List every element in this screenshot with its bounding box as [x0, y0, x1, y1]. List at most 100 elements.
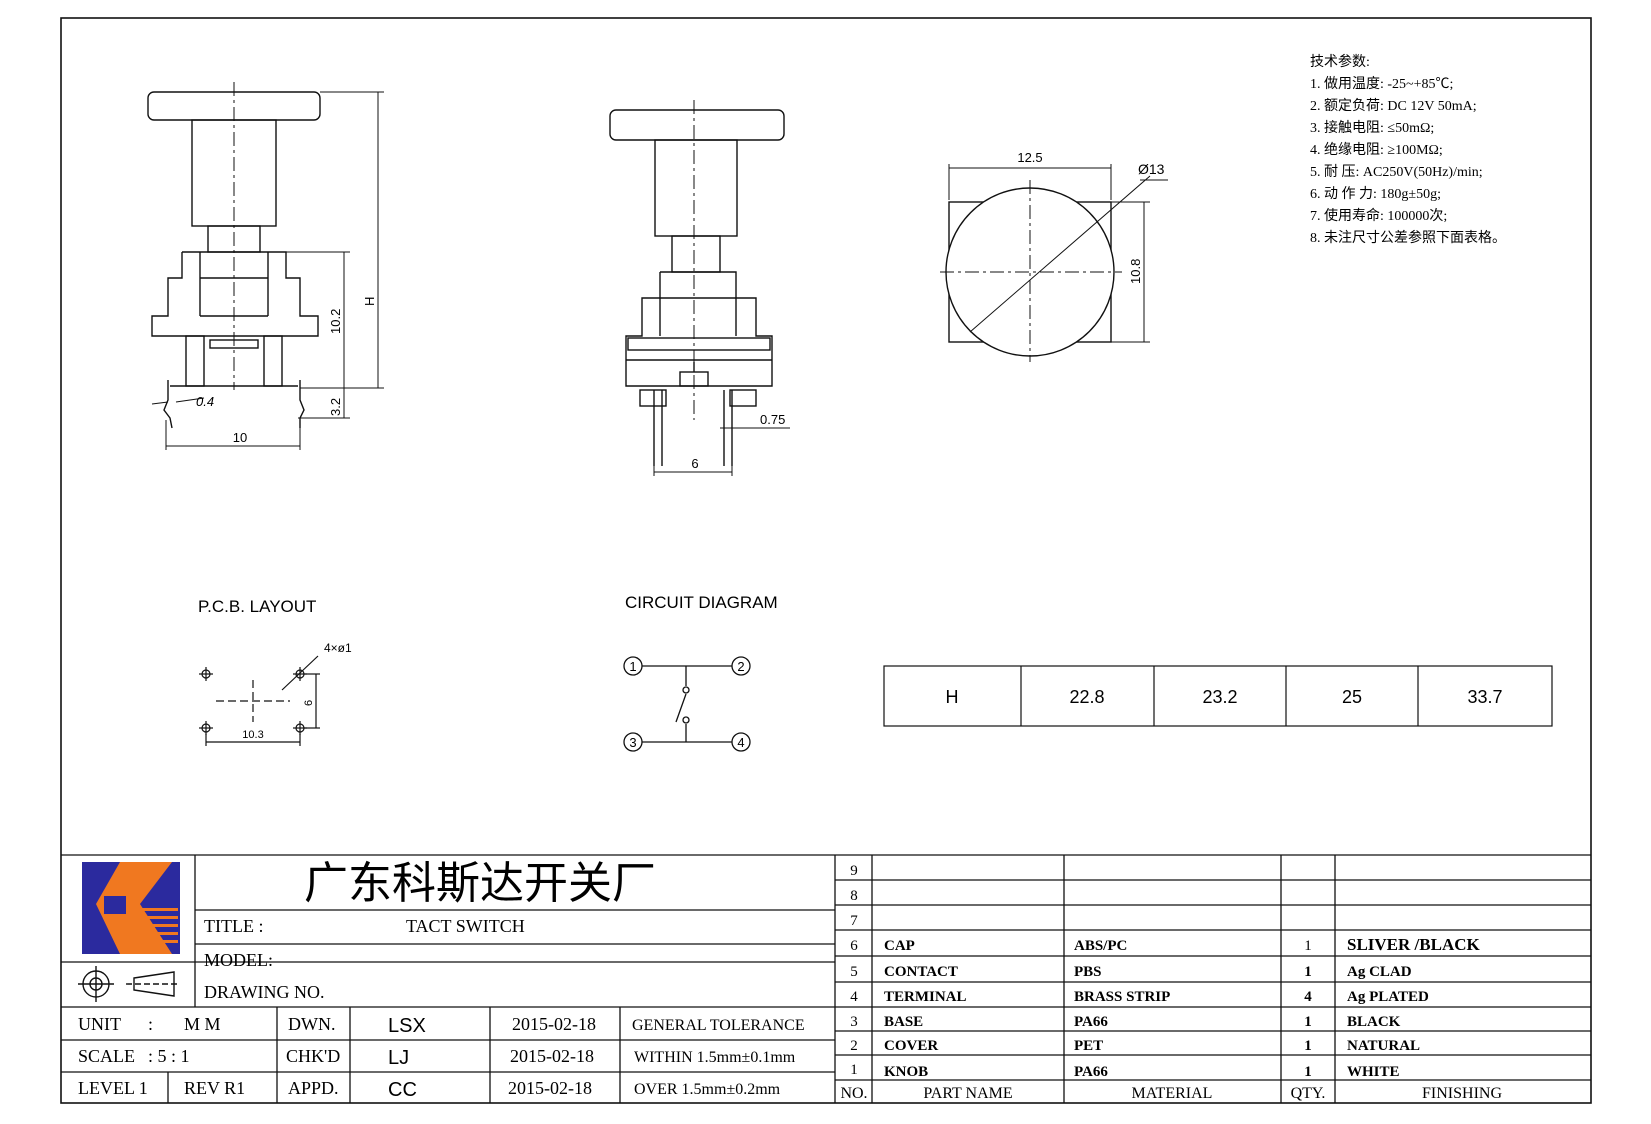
tolerance-general: GENERAL TOLERANCE: [632, 1017, 805, 1034]
bom-material: PA66: [1074, 1014, 1108, 1030]
bom-qty: 1: [1304, 1038, 1312, 1054]
model-label: MODEL:: [204, 950, 273, 970]
specs-heading: 技术参数:: [1310, 53, 1370, 70]
sheet-border: [60, 17, 1592, 1104]
bom-finishing: Ag CLAD: [1347, 964, 1412, 980]
bom-part: CONTACT: [884, 964, 958, 980]
dwn-date: 2015-02-18: [512, 1014, 596, 1034]
drawing-no-label: DRAWING NO.: [204, 982, 325, 1002]
bom-no: 7: [850, 913, 858, 929]
front-view: [609, 100, 790, 476]
tech-specs: 技术参数: 1. 做用温度: -25~+85℃; 2. 额定负荷: DC 12V…: [1310, 53, 1506, 246]
dim-12-5: 12.5: [1017, 150, 1042, 165]
h-table-cell: 22.8: [1069, 687, 1104, 707]
title-label: TITLE :: [204, 916, 263, 936]
bom-qty: 1: [1304, 1014, 1312, 1030]
bom-part: TERMINAL: [884, 989, 967, 1005]
spec-line: 7. 使用寿命: 100000次;: [1310, 207, 1447, 224]
bom-no: 1: [850, 1062, 858, 1078]
spec-line: 3. 接触电阻: ≤50mΩ;: [1310, 119, 1434, 136]
dwn-label: DWN.: [288, 1014, 336, 1034]
bom-no: 9: [850, 863, 858, 879]
dim-0-75: 0.75: [760, 412, 785, 427]
company-logo: [82, 862, 180, 954]
spec-line: 8. 未注尺寸公差参照下面表格。: [1310, 229, 1506, 246]
pcb-dim-10-3: 10.3: [242, 729, 263, 741]
scale-label: SCALE: [78, 1046, 135, 1066]
pcb-title: P.C.B. LAYOUT: [198, 597, 316, 616]
bom-finishing: NATURAL: [1347, 1038, 1420, 1054]
unit-value: M M: [184, 1014, 221, 1034]
pin-1: 1: [629, 659, 636, 674]
bom-finishing: SLIVER /BLACK: [1347, 935, 1481, 954]
bom-no: 6: [850, 938, 858, 954]
spec-line: 2. 额定负荷: DC 12V 50mA;: [1310, 98, 1477, 114]
pin-3: 3: [629, 735, 636, 750]
bom-no: 2: [850, 1038, 858, 1054]
bom-qty: 1: [1304, 964, 1312, 980]
bom-material: PA66: [1074, 1064, 1108, 1080]
h-table-cell: 25: [1342, 687, 1362, 707]
bom-header-qty: QTY.: [1291, 1085, 1326, 1102]
pin-4: 4: [737, 735, 744, 750]
circuit-diagram: [623, 656, 751, 752]
circuit-title: CIRCUIT DIAGRAM: [625, 593, 778, 612]
dim-6: 6: [691, 456, 698, 471]
appd-label: APPD.: [288, 1078, 339, 1098]
projection-symbol-icon: [78, 966, 180, 1002]
spec-line: 4. 绝缘电阻: ≥100MΩ;: [1310, 142, 1443, 158]
pcb-layout: [199, 655, 320, 746]
appd-date: 2015-02-18: [508, 1078, 592, 1098]
title-block-grid: [61, 854, 1591, 1103]
bom-finishing: Ag PLATED: [1347, 989, 1429, 1005]
h-table-cell: 33.7: [1467, 687, 1502, 707]
dim-dia-13: Ø13: [1138, 161, 1165, 177]
revision: REV R1: [184, 1078, 245, 1098]
top-view: [940, 164, 1168, 362]
chkd-label: CHK'D: [286, 1046, 340, 1066]
h-table: [883, 665, 1553, 727]
bom-material: ABS/PC: [1074, 938, 1127, 954]
spec-line: 1. 做用温度: -25~+85℃;: [1310, 76, 1453, 92]
scale-value: : 5 : 1: [148, 1046, 190, 1066]
dim-10-2: 10.2: [328, 309, 343, 334]
pin-2: 2: [737, 659, 744, 674]
h-table-cell: 23.2: [1202, 687, 1237, 707]
bom-header-no: NO.: [840, 1085, 867, 1102]
bom-material: PET: [1074, 1038, 1103, 1054]
spec-line: 6. 动 作 力: 180g±50g;: [1310, 186, 1441, 202]
spec-line: 5. 耐 压: AC250V(50Hz)/min;: [1310, 164, 1483, 180]
bom-part: KNOB: [884, 1064, 928, 1080]
bom-part: COVER: [884, 1038, 938, 1054]
bom-material: BRASS STRIP: [1074, 989, 1170, 1005]
title-value: TACT SWITCH: [406, 916, 525, 936]
side-view: [147, 82, 384, 450]
bom-part: BASE: [884, 1014, 923, 1030]
bom-header-finishing: FINISHING: [1422, 1085, 1502, 1102]
tolerance-within: WITHIN 1.5mm±0.1mm: [634, 1049, 796, 1066]
bom-header-part: PART NAME: [923, 1085, 1012, 1102]
h-table-cell: H: [946, 687, 959, 707]
bom-material: PBS: [1074, 964, 1102, 980]
chkd-date: 2015-02-18: [510, 1046, 594, 1066]
bom-no: 3: [850, 1014, 858, 1030]
pcb-dim-6: 6: [303, 700, 315, 706]
bom-finishing: BLACK: [1347, 1014, 1401, 1030]
bom-no: 4: [850, 989, 858, 1005]
bom-header-material: MATERIAL: [1132, 1085, 1213, 1102]
level: LEVEL 1: [78, 1078, 148, 1098]
bom-no: 8: [850, 888, 858, 904]
dim-10: 10: [233, 430, 247, 445]
unit-colon: :: [148, 1014, 153, 1034]
chkd-name: LJ: [388, 1047, 409, 1069]
dim-h: H: [362, 297, 377, 306]
dim-3-2: 3.2: [328, 398, 343, 416]
bom-no: 5: [850, 964, 858, 980]
bom-part: CAP: [884, 938, 915, 954]
bom-qty: 1: [1304, 938, 1312, 954]
company-name: 广东科斯达开关厂: [304, 859, 656, 908]
bom-finishing: WHITE: [1347, 1064, 1400, 1080]
pcb-hole-dim: 4×ø1: [324, 641, 352, 655]
bom-qty: 4: [1304, 989, 1312, 1005]
